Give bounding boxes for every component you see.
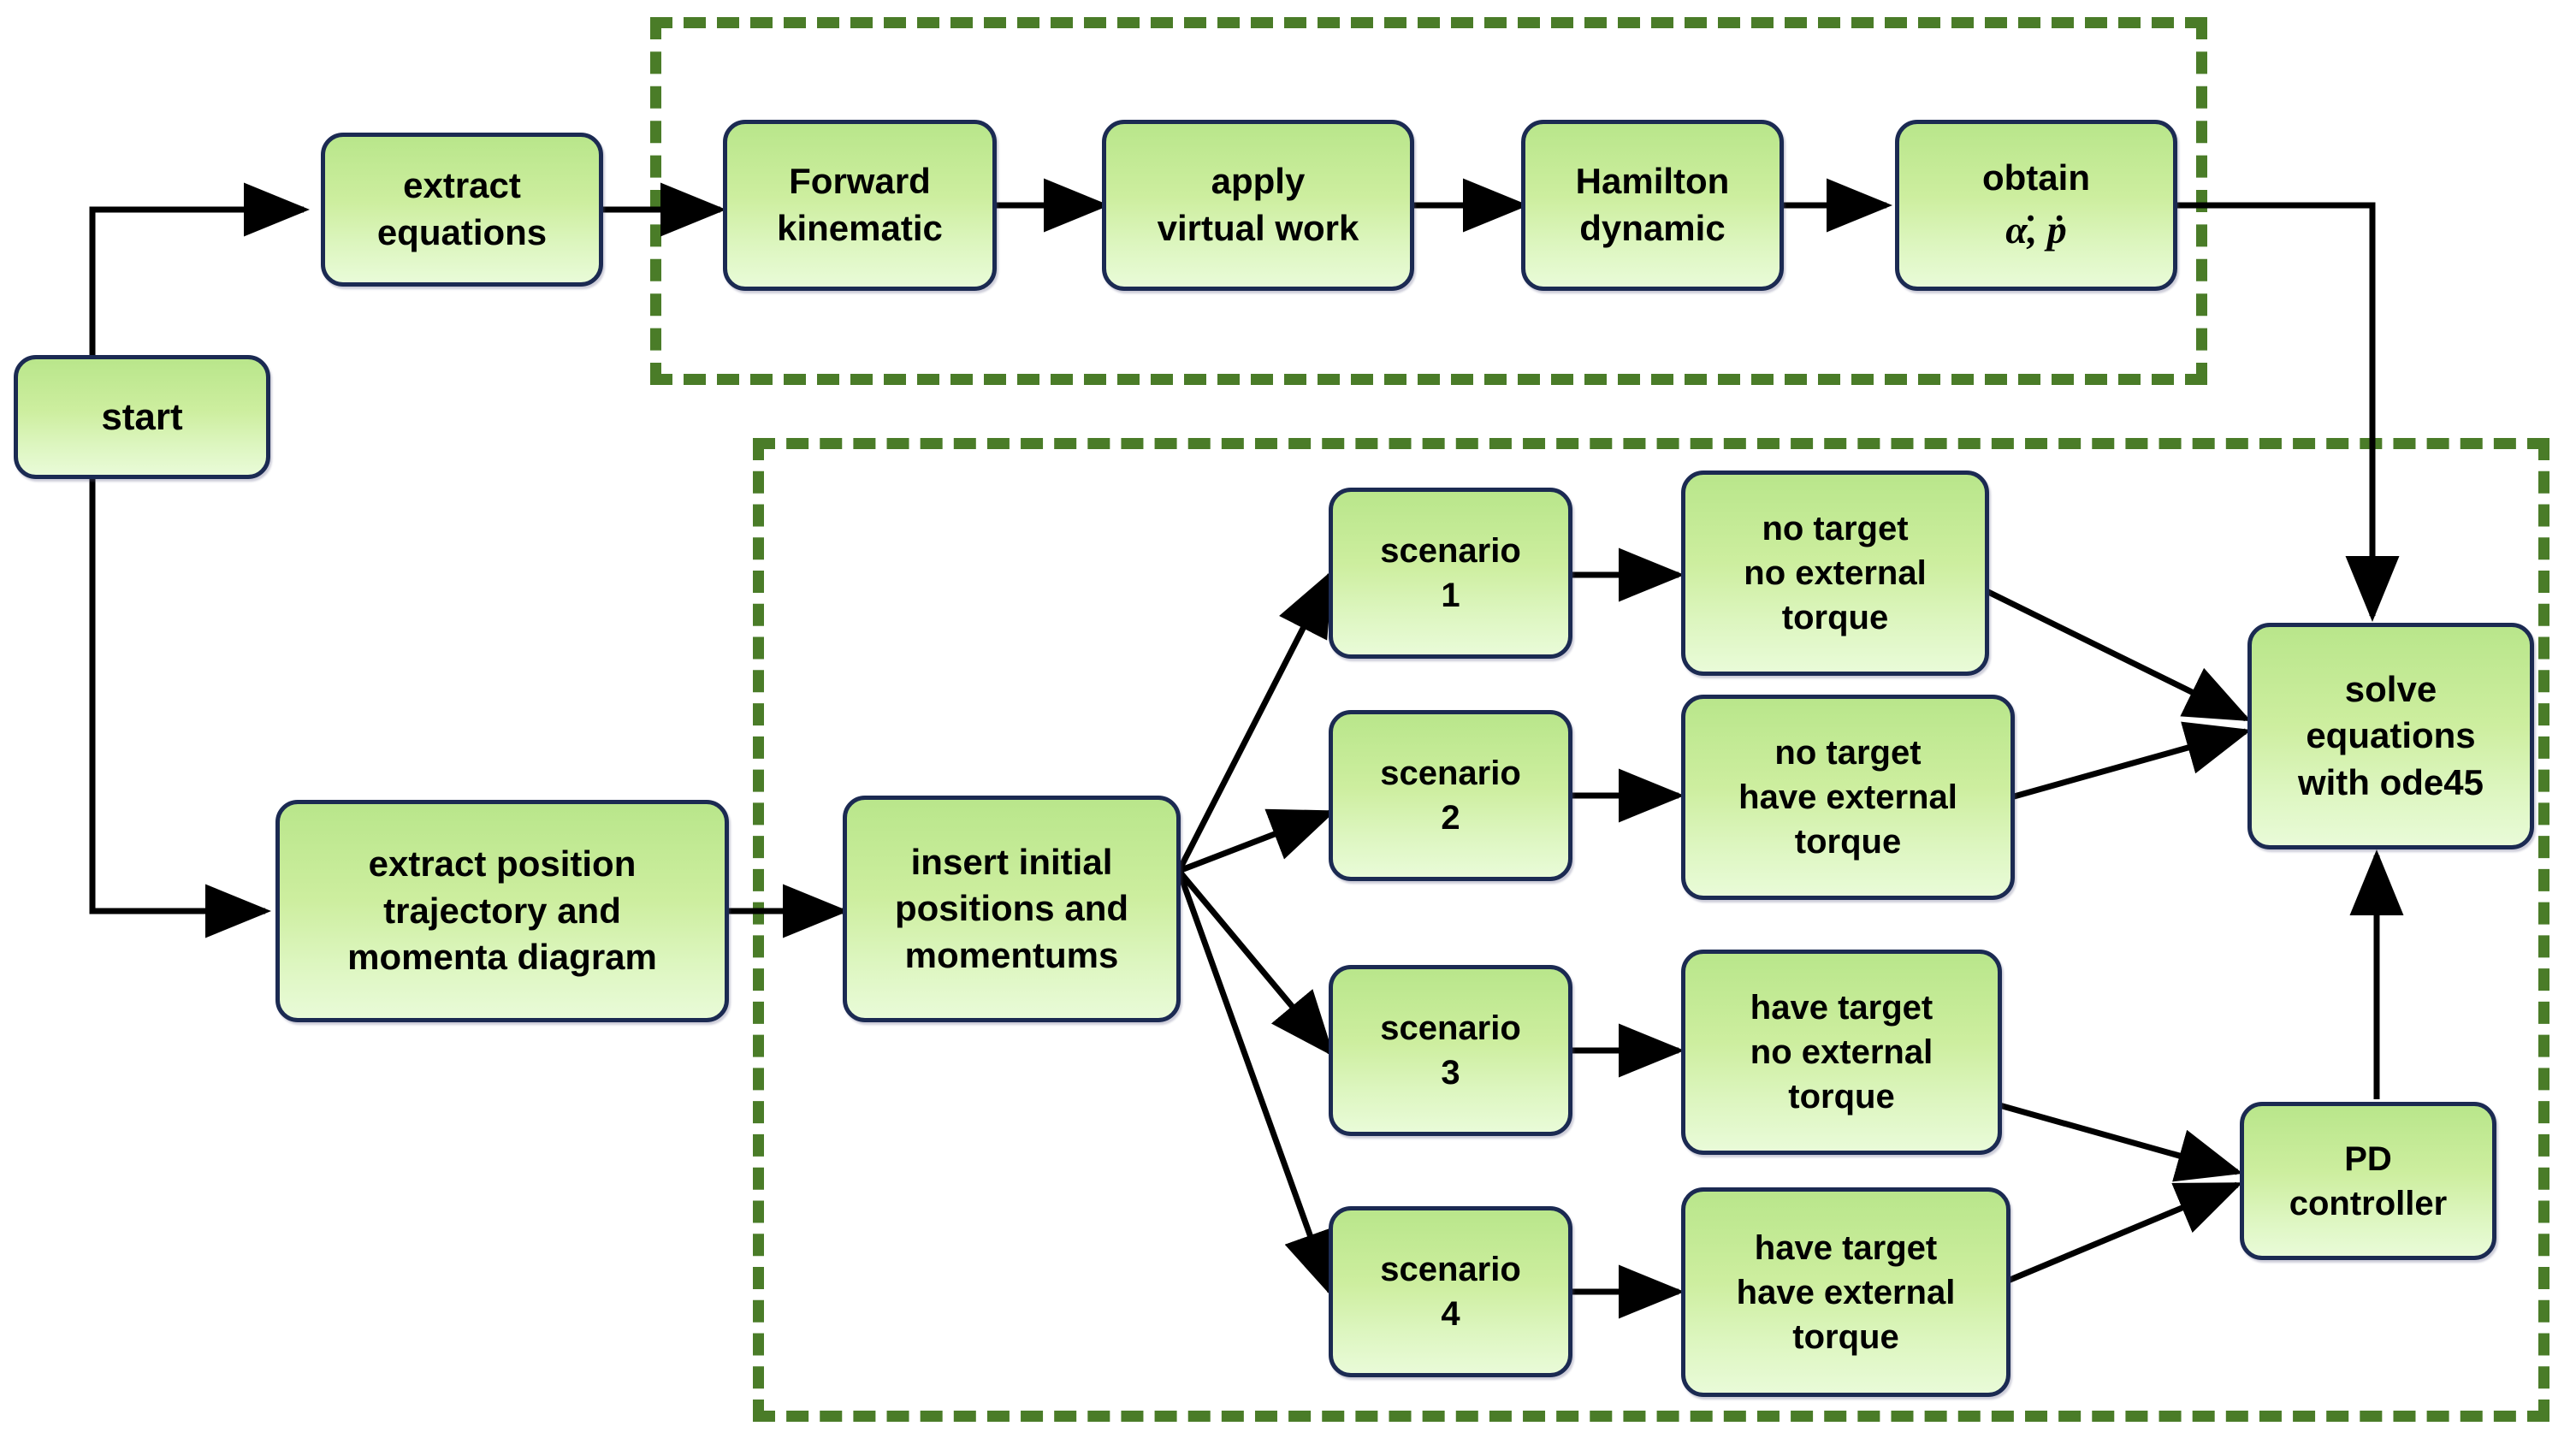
node-extract-equations-label: extract equations bbox=[376, 165, 548, 252]
node-scenario-2[interactable]: scenario 2 bbox=[1329, 710, 1572, 881]
node-pd-controller-label: PD controller bbox=[2289, 1139, 2448, 1222]
node-obtain-label: obtain bbox=[1982, 157, 2090, 198]
edge-start-to-extract-position bbox=[89, 479, 271, 938]
node-start[interactable]: start bbox=[14, 355, 270, 479]
dashed-group-scenarios bbox=[753, 438, 2549, 1422]
node-scenario-3[interactable]: scenario 3 bbox=[1329, 965, 1572, 1136]
node-solve-equations[interactable]: solve equations with ode45 bbox=[2247, 623, 2534, 849]
node-case-3[interactable]: have target no external torque bbox=[1681, 950, 2002, 1155]
node-extract-equations[interactable]: extract equations bbox=[321, 133, 603, 287]
node-extract-position-label: extract position trajectory and momenta … bbox=[347, 843, 657, 978]
node-obtain-math: α̇, ṗ bbox=[2005, 208, 2067, 252]
node-case-2-label: no target have external torque bbox=[1738, 734, 1957, 861]
node-scenario-4-label: scenario 4 bbox=[1380, 1251, 1521, 1333]
node-forward-kinematic[interactable]: Forward kinematic bbox=[723, 120, 997, 291]
node-case-2[interactable]: no target have external torque bbox=[1681, 695, 2015, 900]
node-start-label: start bbox=[101, 395, 183, 438]
node-scenario-1[interactable]: scenario 1 bbox=[1329, 488, 1572, 659]
node-case-4[interactable]: have target have external torque bbox=[1681, 1187, 2010, 1397]
node-scenario-4[interactable]: scenario 4 bbox=[1329, 1206, 1572, 1377]
node-apply-virtual-work-label: apply virtual work bbox=[1157, 161, 1359, 248]
node-case-1-label: no target no external torque bbox=[1744, 510, 1927, 636]
node-obtain[interactable]: obtain α̇, ṗ bbox=[1895, 120, 2177, 291]
node-insert-initial[interactable]: insert initial positions and momentums bbox=[843, 796, 1181, 1022]
node-hamilton-dynamic-label: Hamilton dynamic bbox=[1575, 161, 1730, 248]
node-forward-kinematic-label: Forward kinematic bbox=[777, 161, 943, 248]
dashed-group-dynamics bbox=[650, 17, 2207, 385]
node-case-1[interactable]: no target no external torque bbox=[1681, 470, 1989, 676]
node-hamilton-dynamic[interactable]: Hamilton dynamic bbox=[1521, 120, 1784, 291]
node-apply-virtual-work[interactable]: apply virtual work bbox=[1102, 120, 1414, 291]
node-pd-controller[interactable]: PD controller bbox=[2240, 1102, 2496, 1260]
node-case-4-label: have target have external torque bbox=[1736, 1228, 1956, 1356]
node-extract-position[interactable]: extract position trajectory and momenta … bbox=[275, 800, 729, 1022]
node-case-3-label: have target no external torque bbox=[1750, 989, 1933, 1116]
node-solve-equations-label: solve equations with ode45 bbox=[2297, 668, 2484, 802]
node-scenario-2-label: scenario 2 bbox=[1380, 755, 1521, 837]
node-scenario-1-label: scenario 1 bbox=[1380, 532, 1521, 614]
node-scenario-3-label: scenario 3 bbox=[1380, 1009, 1521, 1092]
node-insert-initial-label: insert initial positions and momentums bbox=[895, 841, 1128, 975]
